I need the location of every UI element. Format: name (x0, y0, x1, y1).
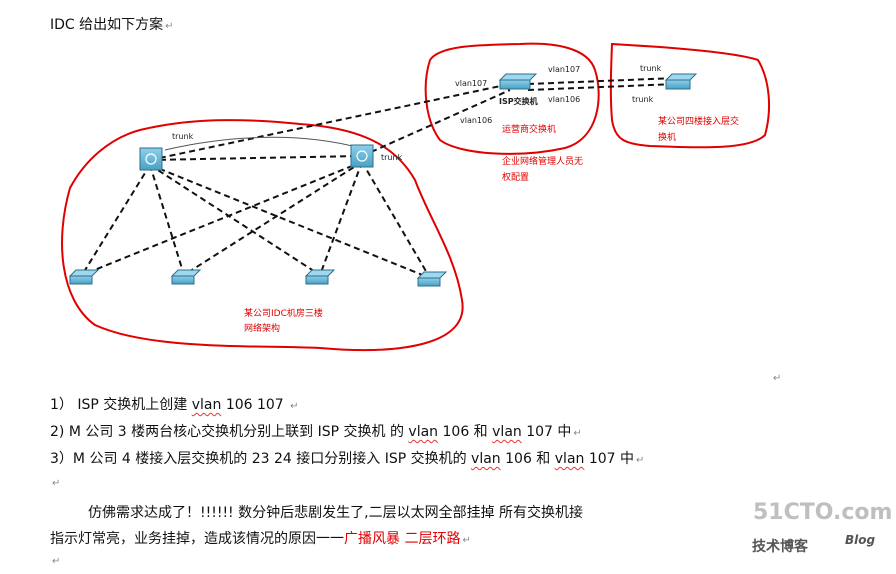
step-3: 3）M 公司 4 楼接入层交换机的 23 24 接口分别接入 ISP 交换机的 … (50, 451, 645, 467)
step-1: 1） ISP 交换机上创建 vlan 106 107 ↵ (50, 397, 299, 413)
no-permission-label-1: 企业网络管理人员无 (502, 157, 584, 167)
vlan107-right-label: vlan107 (548, 65, 581, 74)
idc-floor-outline (61, 119, 464, 352)
blog-watermark-cn: 技术博客 (752, 539, 808, 555)
trunk-label-right-bottom: trunk (632, 95, 654, 104)
fourth-floor-label-1: 某公司四楼接入层交 (658, 117, 740, 127)
operator-switch-label: 运营商交换机 (502, 125, 557, 135)
no-permission-label-2: 权配置 (502, 173, 530, 183)
vlan106-right-label: vlan106 (548, 95, 581, 104)
paragraph-line-2: 指示灯常亮，业务挂掉，造成该情况的原因一一广播风暴 二层环路↵ (50, 531, 471, 547)
fourth-floor-label-2: 换机 (658, 133, 677, 143)
idc-floor-label-1: 某公司IDC机房三楼 (244, 309, 323, 319)
paragraph-line-1: 仿佛需求达成了！!!!!!! 数分钟后悲剧发生了,二层以太网全部挂掉 所有交换机… (88, 505, 584, 521)
core-switch-1-icon (139, 147, 163, 171)
access-switch-1-icon (68, 269, 100, 285)
core-switch-2-icon (350, 144, 374, 168)
blog-watermark-en: Blog (845, 533, 876, 547)
fourth-floor-outline (609, 42, 770, 149)
trunk-label-core: trunk (172, 132, 194, 141)
paragraph-mark: ↵ (773, 373, 782, 384)
access-switch-4-icon (416, 271, 448, 287)
step-2: 2) M 公司 3 楼两台核心交换机分别上联到 ISP 交换机 的 vlan 1… (50, 424, 582, 440)
page-title: IDC 给出如下方案↵ (50, 17, 174, 33)
isp-switch-icon (498, 73, 538, 90)
paragraph-mark: ↵ (52, 478, 61, 489)
access-switch-3-icon (304, 269, 336, 285)
site-watermark: 51CTO.com (753, 500, 893, 525)
vlan106-left-label: vlan106 (460, 116, 493, 125)
isp-switch-label: ISP交换机 (499, 97, 538, 106)
access-switch-2-icon (170, 269, 202, 285)
vlan107-left-label: vlan107 (455, 79, 488, 88)
paragraph-mark: ↵ (52, 556, 61, 567)
fourth-floor-switch-icon (664, 73, 698, 90)
operator-outline (424, 42, 600, 155)
idc-floor-label-2: 网络架构 (244, 324, 281, 334)
trunk-label-core2: trunk (381, 153, 403, 162)
trunk-label-right-top: trunk (640, 64, 662, 73)
dashed-links (81, 77, 677, 279)
